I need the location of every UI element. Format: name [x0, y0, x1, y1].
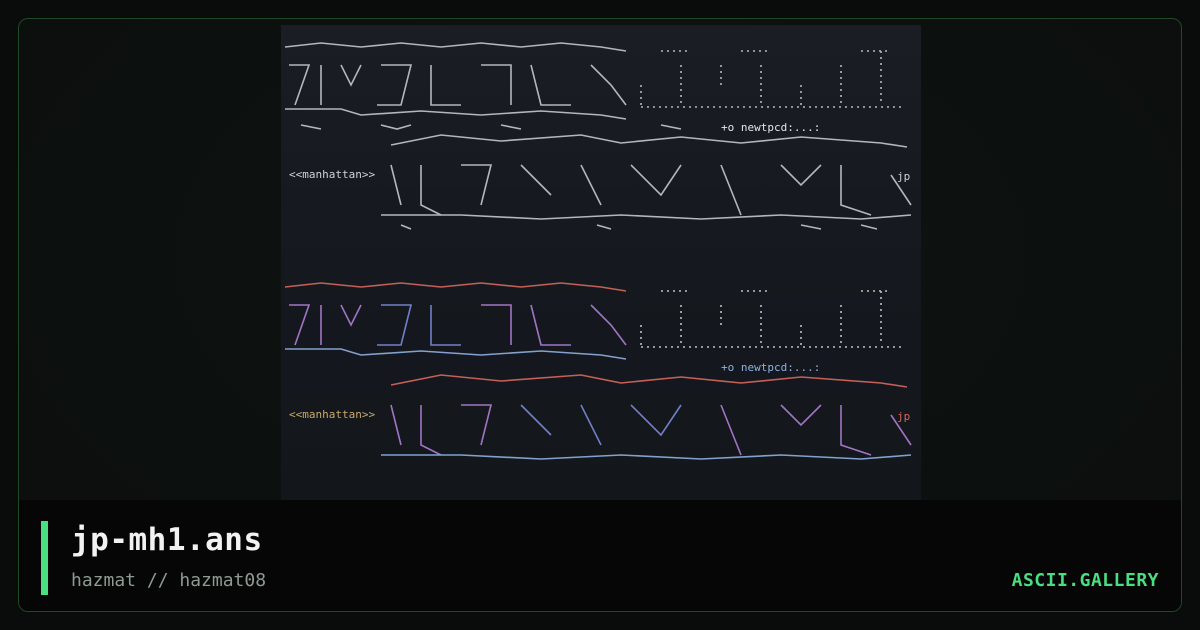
accent-bar [41, 521, 48, 595]
ascii-signature: jp [897, 170, 910, 183]
gallery-card: <<manhattan>> +o newtpcd:...: jp <<manha… [18, 18, 1182, 612]
ascii-art-image: <<manhattan>> +o newtpcd:...: jp <<manha… [284, 42, 912, 460]
ascii-art-block-color [284, 282, 912, 460]
site-brand[interactable]: ASCII.GALLERY [1011, 570, 1159, 591]
card-footer: jp-mh1.ans hazmat // hazmat08 ASCII.GALL… [19, 500, 1181, 611]
ascii-post-label: +o newtpcd:...: [721, 121, 820, 134]
ascii-logo-label: <<manhattan>> [289, 168, 375, 181]
ascii-art-block-mono [284, 42, 912, 230]
ascii-signature-color: jp [897, 410, 910, 423]
file-author[interactable]: hazmat // hazmat08 [71, 570, 267, 591]
ascii-post-label-color: +o newtpcd:...: [721, 361, 820, 374]
ascii-logo-label-color: <<manhattan>> [289, 408, 375, 421]
ascii-art-preview[interactable]: <<manhattan>> +o newtpcd:...: jp <<manha… [281, 25, 921, 501]
file-title[interactable]: jp-mh1.ans [71, 522, 263, 558]
